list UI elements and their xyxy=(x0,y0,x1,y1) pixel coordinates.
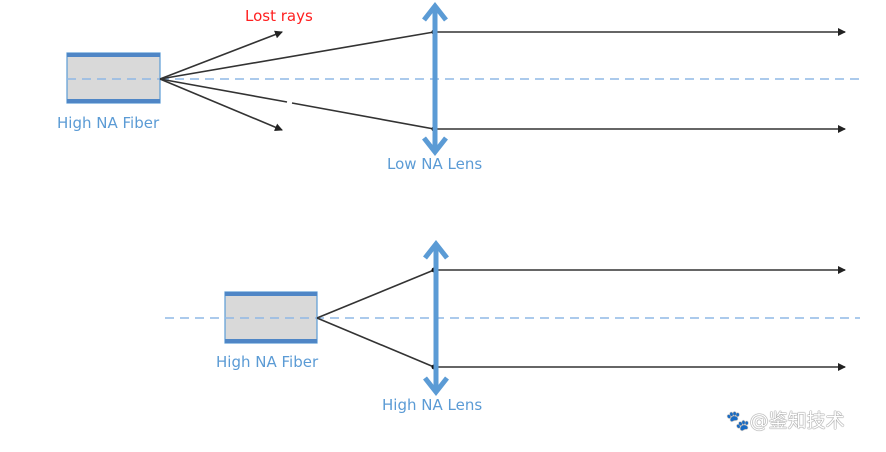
baidu-paw-icon: 🐾 xyxy=(726,410,750,432)
watermark: 🐾@鉴知技术 xyxy=(726,406,845,433)
top-lens-label: Low NA Lens xyxy=(387,155,483,173)
bottom-ray-upper-in xyxy=(316,269,435,319)
bottom-lens-label: High NA Lens xyxy=(382,396,483,414)
bottom-fiber-label: High NA Fiber xyxy=(216,353,319,371)
top-ray-lower-in xyxy=(159,78,288,103)
top-fiber xyxy=(66,52,161,104)
bottom-fiber xyxy=(224,291,318,344)
bottom-ray-lower-in xyxy=(316,317,435,368)
top-fiber-label: High NA Fiber xyxy=(57,114,160,132)
bottom-lens xyxy=(423,239,449,397)
top-lens xyxy=(422,1,448,157)
top-lost-ray-lower xyxy=(159,78,283,131)
lost-rays-label: Lost rays xyxy=(245,7,313,25)
top-lost-ray-upper xyxy=(159,30,283,80)
watermark-text: @鉴知技术 xyxy=(749,410,845,432)
top-ray-upper-in xyxy=(159,31,435,80)
top-ray-lower-in-2 xyxy=(291,102,435,130)
